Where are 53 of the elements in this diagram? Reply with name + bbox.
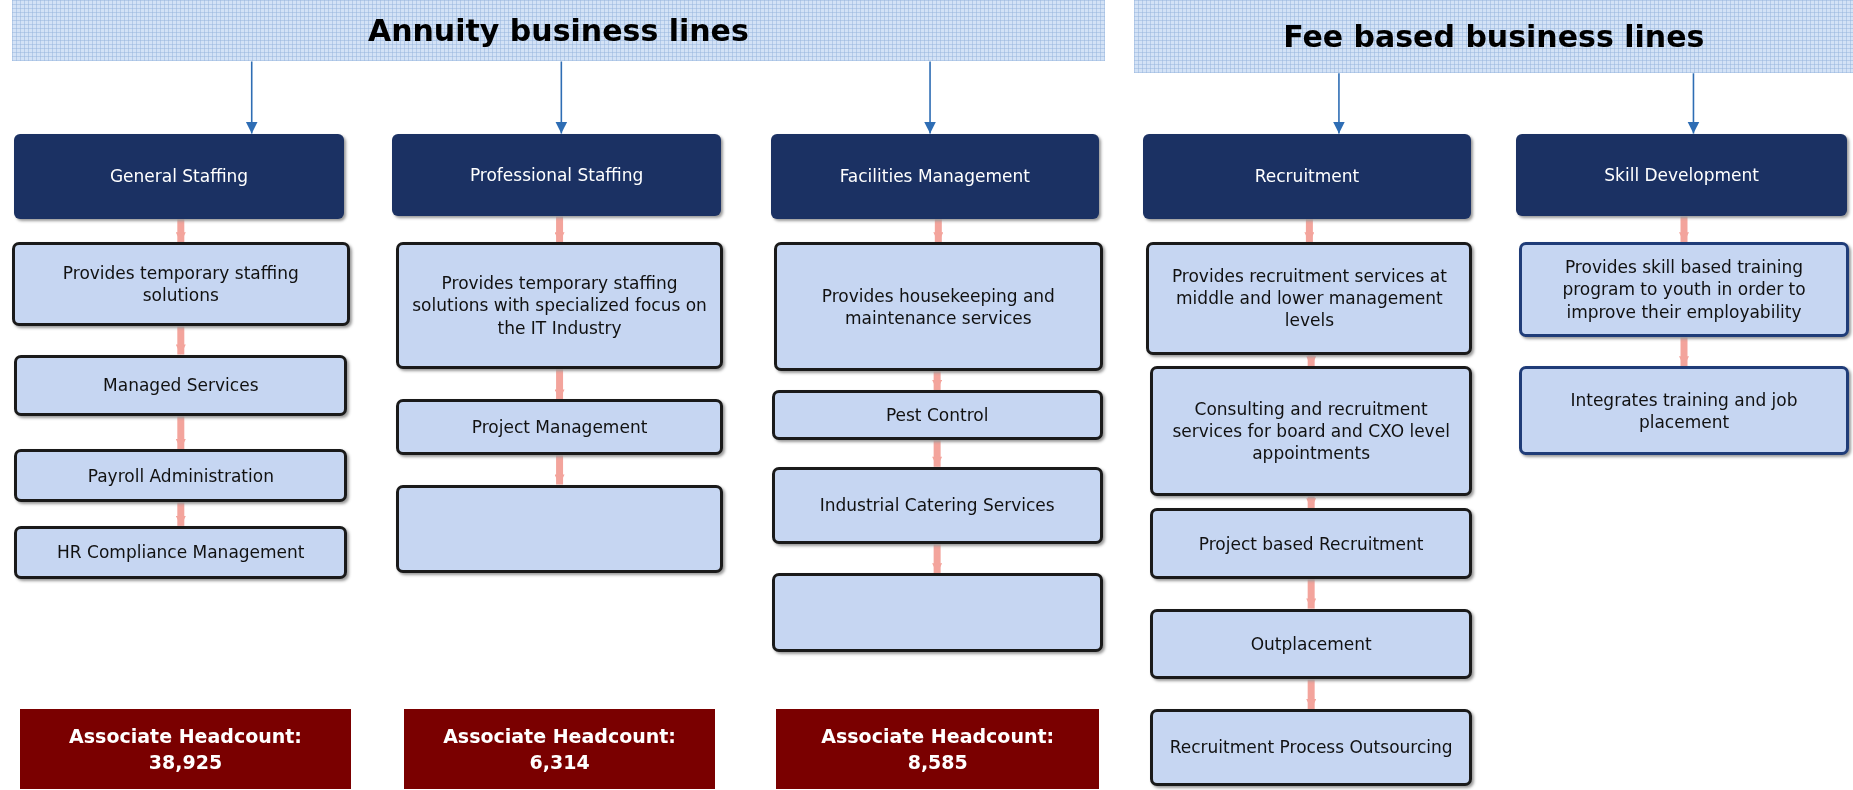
arrow [1306, 354, 1317, 367]
service-box: Provides housekeeping and maintenance services [774, 242, 1103, 372]
banner-background [11, 0, 1105, 62]
arrow [1679, 336, 1689, 367]
arrow [1687, 72, 1700, 135]
banner-background [1134, 0, 1853, 74]
service-box: Outplacement [1149, 608, 1473, 680]
arrow [555, 60, 568, 135]
division-header: Facilities Management [770, 133, 1099, 219]
service-box: Provides skill based training program to youth in order to improve their employability [1518, 242, 1850, 337]
arrow [924, 60, 937, 135]
division-header: Recruitment [1142, 133, 1472, 219]
service-box: Project based Recruitment [1149, 508, 1473, 580]
arrow [175, 416, 186, 450]
headcount-box: Associate Headcount: 8,585 [776, 709, 1099, 790]
arrow [175, 218, 186, 243]
arrow [1306, 579, 1317, 609]
service-box: Pest Control [771, 389, 1103, 440]
service-box: Provides temporary staffing solutions [11, 242, 350, 327]
arrow [554, 368, 565, 400]
arrow [932, 439, 943, 467]
service-box: HR Compliance Management [14, 525, 348, 580]
division-header: General Staffing [14, 133, 344, 219]
service-box [395, 484, 724, 574]
division-header: Skill Development [1516, 133, 1848, 217]
arrow [1679, 216, 1689, 243]
service-box: Industrial Catering Services [771, 466, 1103, 544]
arrow [1306, 496, 1317, 509]
arrow [932, 543, 943, 574]
service-box: Project Management [395, 399, 724, 455]
arrow [175, 502, 186, 526]
headcount-box: Associate Headcount: 6,314 [404, 709, 715, 790]
division-header: Professional Staffing [392, 133, 721, 217]
headcount-box: Associate Headcount: 38,925 [20, 709, 351, 790]
arrow [1332, 72, 1345, 135]
arrow [175, 326, 186, 355]
service-box: Payroll Administration [14, 449, 348, 503]
service-box: Recruitment Process Outsourcing [1149, 709, 1473, 786]
arrow [1304, 218, 1315, 243]
service-box: Provides recruitment services at middle and lower management levels [1146, 242, 1473, 355]
service-box: Consulting and recruitment services for board and CXO level appointments [1149, 366, 1473, 497]
service-box [771, 573, 1103, 653]
service-box: Managed Services [14, 354, 348, 416]
arrow [554, 216, 565, 243]
service-box: Provides temporary staffing solutions with specialized focus on the IT Industry [395, 242, 724, 369]
arrow [933, 218, 944, 243]
arrow [1306, 679, 1317, 710]
arrow [554, 455, 565, 485]
banner-title: Fee based business lines [1283, 19, 1705, 55]
arrow [245, 60, 258, 135]
arrow [932, 371, 943, 390]
service-box: Integrates training and job placement [1518, 366, 1850, 455]
banner-title: Annuity business lines [367, 13, 749, 49]
